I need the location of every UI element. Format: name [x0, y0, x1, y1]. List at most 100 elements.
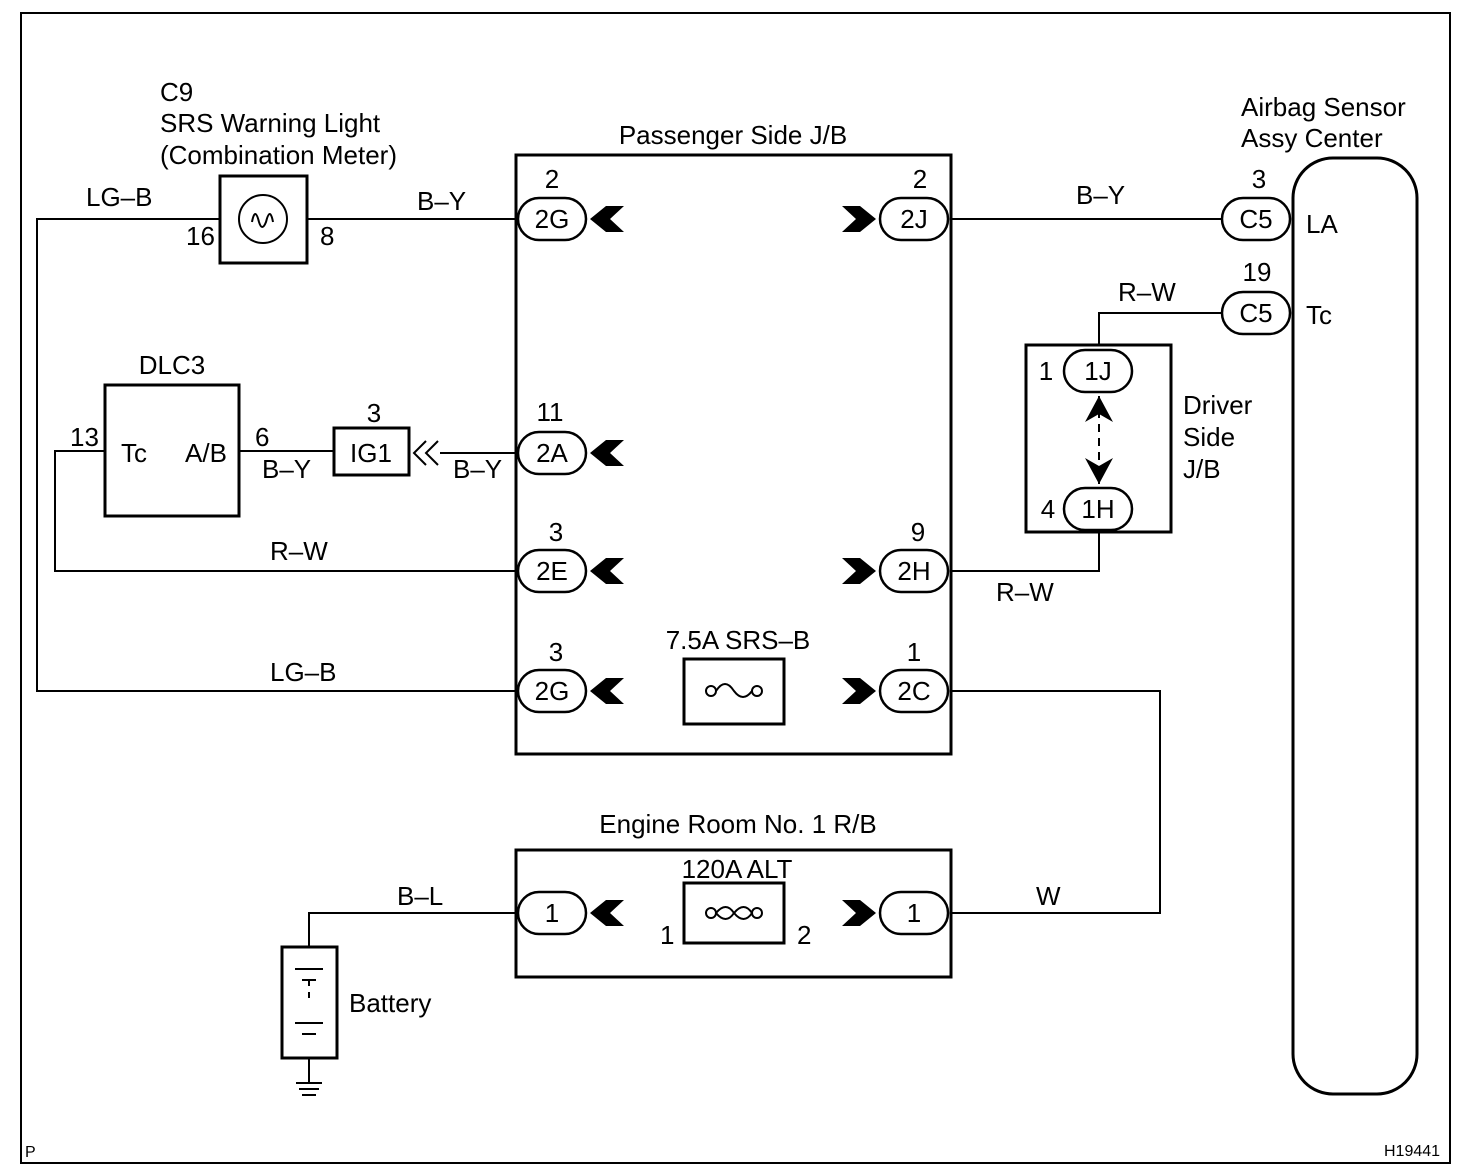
airbag-term-tc: Tc — [1306, 300, 1332, 330]
airbag-sensor: Airbag Sensor Assy Center LA Tc — [1241, 92, 1419, 1096]
battery: Battery — [280, 945, 431, 1096]
srs-b-fuse-label: 7.5A SRS–B — [666, 625, 811, 655]
connector-pin-number: 3 — [1252, 164, 1266, 194]
fusible-link-icon-twist — [715, 906, 753, 920]
connector-label: 1H — [1081, 494, 1114, 524]
fuse-icon — [715, 683, 753, 698]
ig1-box — [332, 426, 411, 477]
wire-labels: LG–B B–Y B–Y R–W B–Y B–Y R–W R–W LG–B B–… — [86, 180, 1176, 911]
wire-label-rw-low: R–W — [996, 577, 1054, 607]
connector-c1J: 1J 1 — [1039, 348, 1134, 394]
wire-label-bl: B–L — [397, 881, 443, 911]
connector-pill — [1220, 290, 1292, 336]
connector-pin-number: 9 — [911, 517, 925, 547]
wire-label-by-ig1: B–Y — [453, 454, 502, 484]
passenger-jb-title: Passenger Side J/B — [619, 120, 847, 150]
battery-label: Battery — [349, 988, 431, 1018]
connector-arrow-icon — [842, 900, 876, 926]
arrow-up-icon — [1085, 396, 1113, 422]
connector-label: 2H — [897, 556, 930, 586]
lamp-filament-icon — [251, 213, 274, 228]
connector-eng_right: 1 — [842, 890, 950, 936]
dlc3: DLC3 Tc A/B 13 6 — [70, 350, 269, 518]
connector-pin-number: 1 — [907, 637, 921, 667]
dlc3-term-ab: A/B — [185, 438, 227, 468]
engine-rb-title: Engine Room No. 1 R/B — [599, 809, 876, 839]
connector-arrow-icon — [590, 440, 624, 466]
figure-id: H19441 — [1384, 1143, 1440, 1160]
ig1-label: IG1 — [350, 438, 392, 468]
ig1-connector: 3 IG1 — [332, 398, 439, 477]
lamp-icon — [238, 194, 288, 244]
connector-pin-number: 4 — [1041, 494, 1055, 524]
wire-label-rw-right: R–W — [1118, 277, 1176, 307]
connector-arrow-icon — [590, 678, 624, 704]
connector-c2H: 2H9 — [842, 517, 950, 594]
connector-arrow-icon — [590, 206, 624, 232]
connector-eng_left: 1 — [516, 890, 624, 936]
passenger-jb-box — [514, 153, 953, 756]
srs-light-pin-16: 16 — [186, 221, 215, 251]
driver-jb-line3: J/B — [1183, 454, 1221, 484]
driver-jb-line2: Side — [1183, 422, 1235, 452]
connector-pill — [878, 196, 950, 242]
connector-label: 2E — [536, 556, 568, 586]
connector-arrow-icon — [842, 206, 876, 232]
connector-c1H: 1H 4 — [1041, 486, 1134, 532]
srs-warning-light: C9 SRS Warning Light (Combination Meter)… — [160, 77, 397, 265]
dlc3-box — [103, 383, 241, 518]
passenger-side-jb: Passenger Side J/B — [514, 120, 953, 756]
connector-pin-number: 3 — [549, 517, 563, 547]
connector-pill — [516, 890, 588, 936]
connector-pill — [516, 196, 588, 242]
connector-pill — [1220, 196, 1292, 242]
connector-c2E: 2E3 — [516, 517, 624, 594]
connector-label: C5 — [1239, 204, 1272, 234]
connector-c5_la: C53 — [1220, 164, 1292, 242]
connector-pin-number: 2 — [913, 164, 927, 194]
dlc3-term-tc: Tc — [121, 438, 147, 468]
connector-arrow-icon — [842, 678, 876, 704]
airbag-sensor-line1: Airbag Sensor — [1241, 92, 1406, 122]
driver-side-jb: Driver Side J/B — [1024, 343, 1253, 534]
airbag-sensor-line2: Assy Center — [1241, 123, 1383, 153]
connector-label: 1J — [1084, 356, 1111, 386]
diagram-frame — [20, 12, 1451, 1164]
connector-c2J: 2J2 — [842, 164, 950, 242]
corner-mark: P — [25, 1144, 36, 1161]
srs-light-name: SRS Warning Light — [160, 108, 381, 138]
connector-pill — [516, 430, 588, 476]
connector-pill — [878, 668, 950, 714]
connector-label: 2G — [535, 204, 570, 234]
wire-label-rw-mid: R–W — [270, 536, 328, 566]
ig1-connector-arrow-icon — [412, 440, 439, 466]
wire-label-by-dlc: B–Y — [262, 454, 311, 484]
connector-c2G_low: 2G3 — [516, 637, 624, 714]
engine-room-rb: Engine Room No. 1 R/B 120A ALT 1 2 — [514, 809, 953, 979]
connector-pill — [516, 668, 588, 714]
alt-fuse-pin-2: 2 — [797, 920, 811, 950]
connector-arrow-icon — [590, 900, 624, 926]
connector-arrow-icon — [842, 558, 876, 584]
connector-label: 2J — [900, 204, 927, 234]
connector-arrow-icon — [590, 558, 624, 584]
connector-c2G_top: 2G2 — [516, 164, 624, 242]
connector-pill — [516, 548, 588, 594]
ig1-pin: 3 — [367, 398, 381, 428]
airbag-term-la: LA — [1306, 209, 1338, 239]
connector-pill — [1062, 348, 1134, 394]
wire-label-lgb-top: LG–B — [86, 182, 153, 212]
connector-pin-number: 1 — [1039, 356, 1053, 386]
connector-c2C: 2C1 — [842, 637, 950, 714]
dlc3-pin-6: 6 — [255, 422, 269, 452]
dlc3-pin-13: 13 — [70, 422, 99, 452]
connector-label: 1 — [907, 898, 921, 928]
srs-light-subtitle: (Combination Meter) — [160, 140, 397, 170]
srs-light-code: C9 — [160, 77, 193, 107]
alt-fuse-pin-1: 1 — [660, 920, 674, 950]
connector-pill — [878, 548, 950, 594]
connector-label: 2A — [536, 438, 568, 468]
